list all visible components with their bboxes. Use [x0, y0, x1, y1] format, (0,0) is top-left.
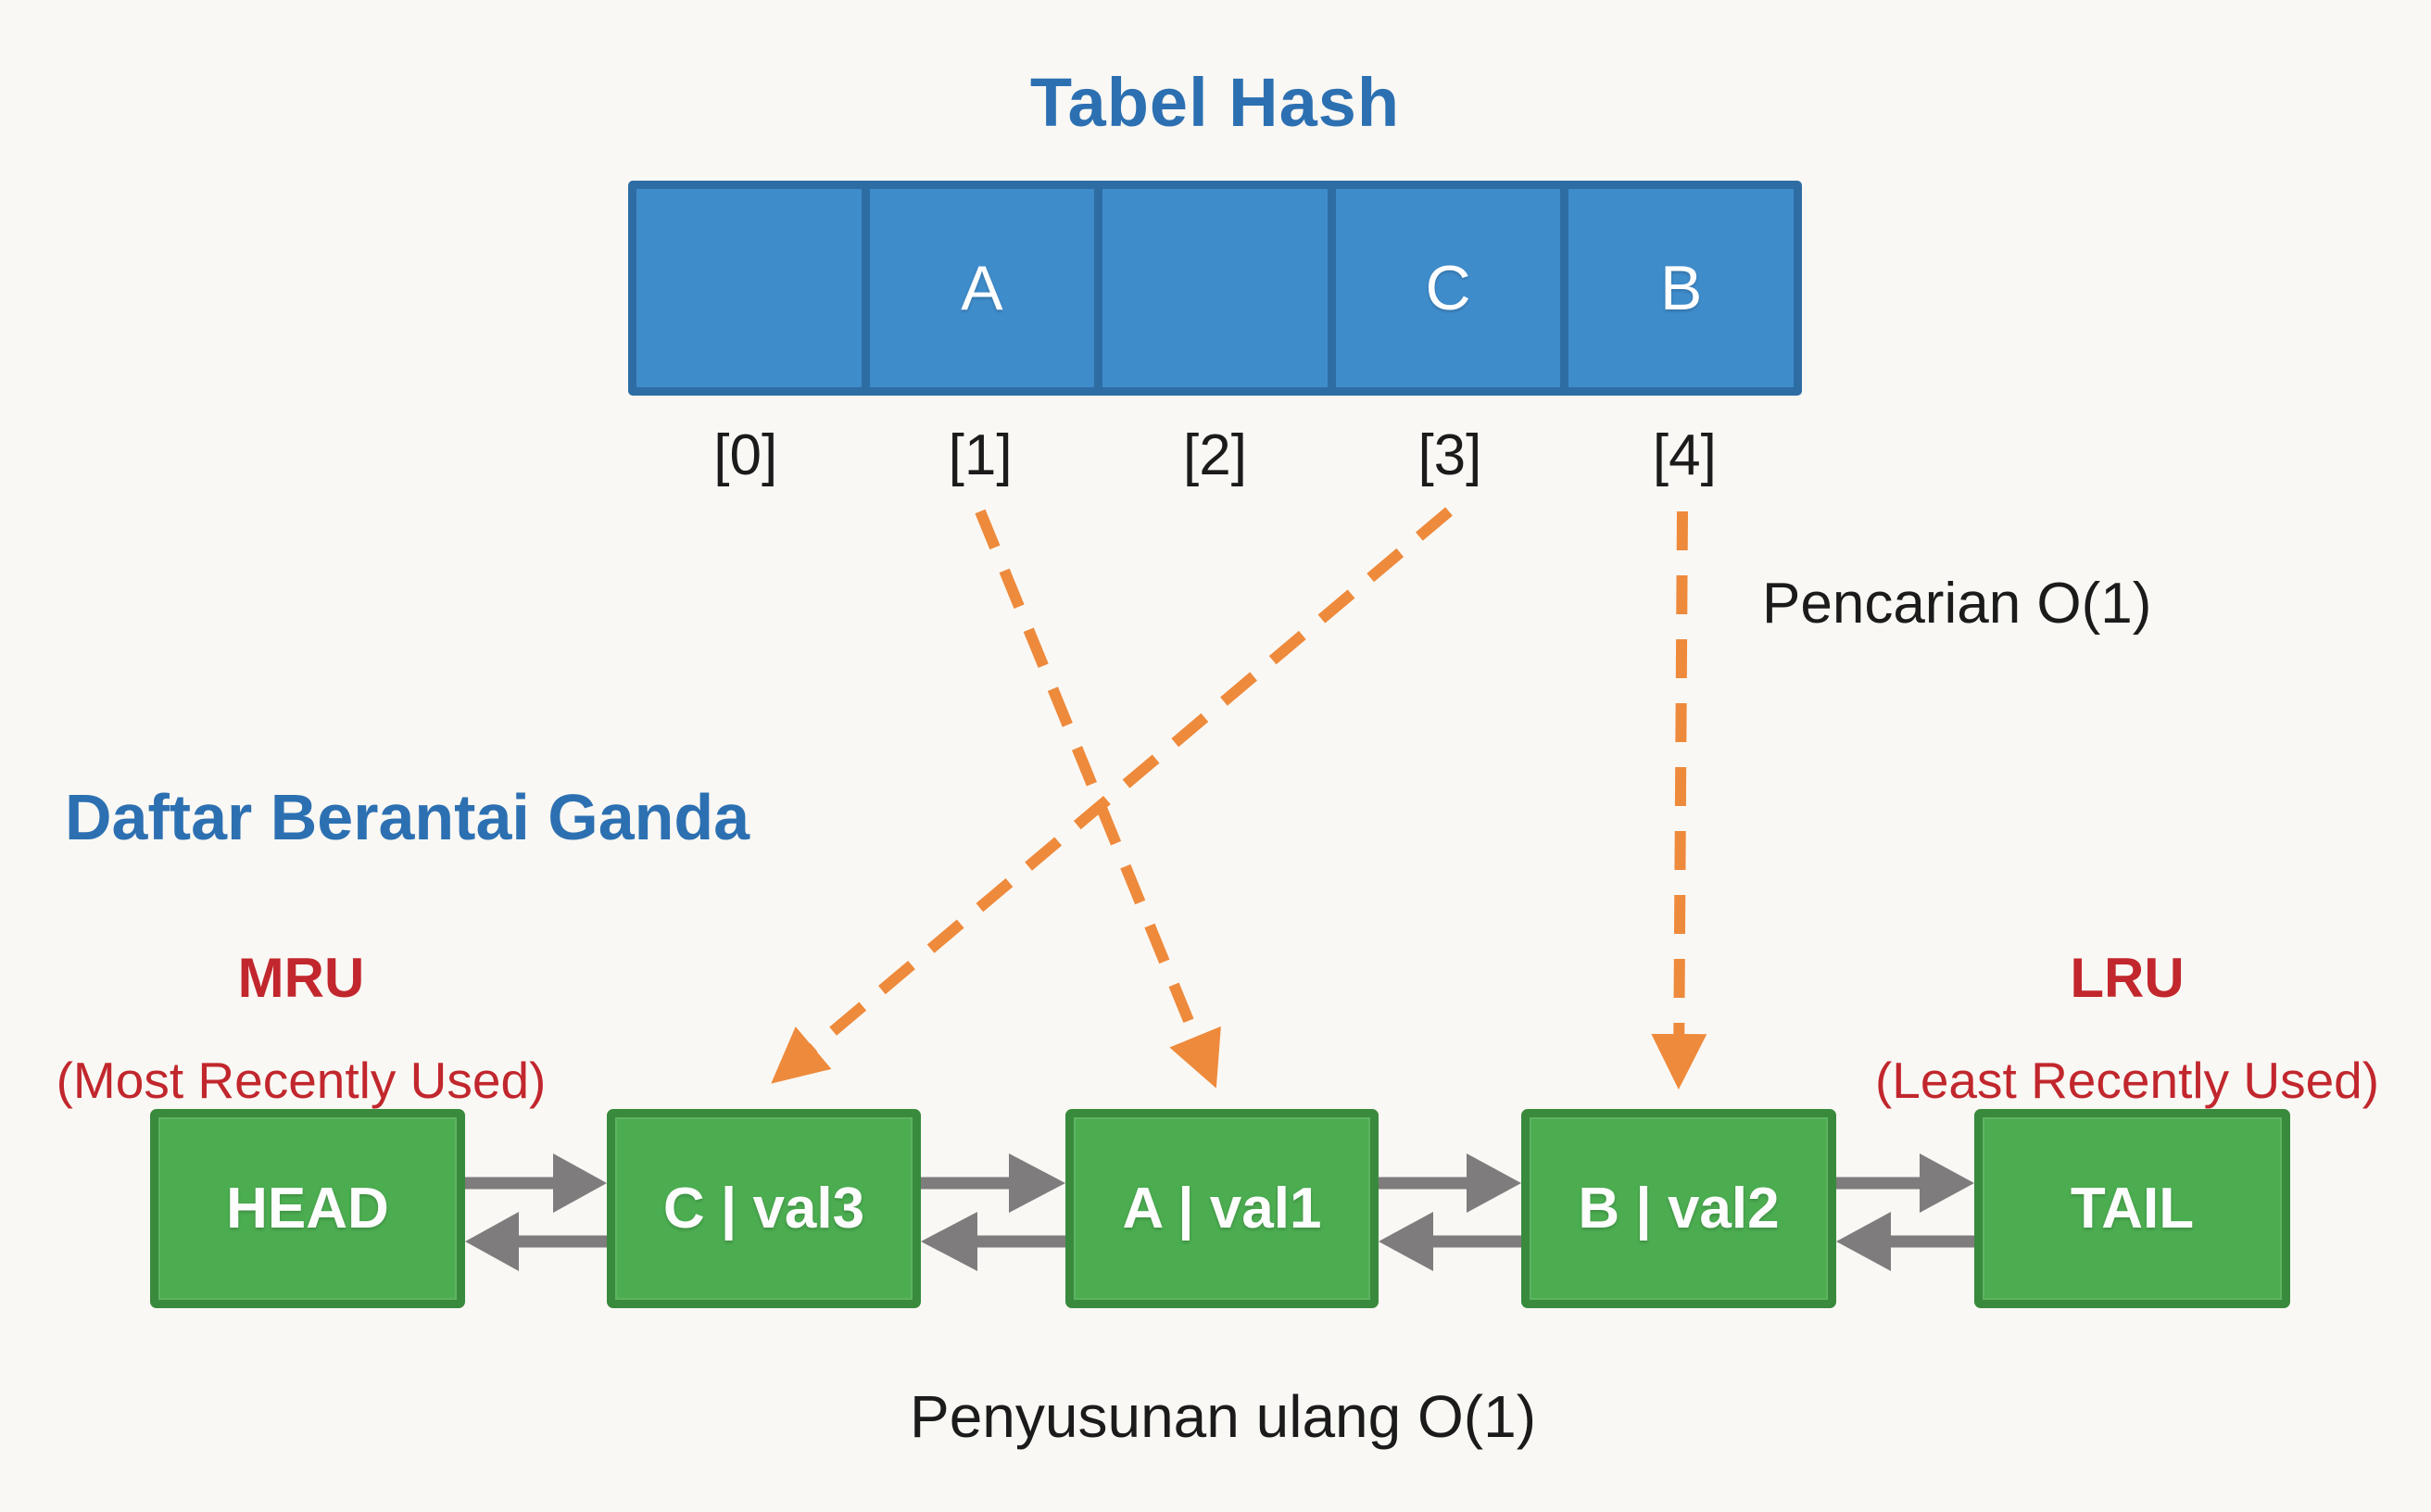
hash-cell-3: C — [1335, 189, 1561, 387]
node-c-val3: C | val3 — [607, 1109, 921, 1308]
node-b-val2: B | val2 — [1521, 1109, 1836, 1308]
node-a-val1: A | val1 — [1065, 1109, 1379, 1308]
hash-index-3: [3] — [1417, 423, 1482, 487]
linked-list-title: Daftar Berantai Ganda — [65, 781, 750, 853]
next-pointer-a-to-b-arrowhead-icon — [1467, 1153, 1521, 1213]
reorder-complexity-label: Penyusunan ulang O(1) — [910, 1383, 1536, 1450]
hash-pointer-arrow-index4-to-node-b — [1651, 510, 1707, 1090]
hash-cell-3-value: C — [1425, 253, 1471, 323]
search-complexity-label: Pencarian O(1) — [1762, 572, 2152, 636]
next-pointer-b-to-tail-arrowhead-icon — [1920, 1153, 1974, 1213]
next-pointer-c-to-a-arrowhead-icon — [1009, 1153, 1065, 1213]
hash-index-2: [2] — [1183, 423, 1247, 487]
node-head: HEAD — [150, 1109, 465, 1308]
node-tail: TAIL — [1974, 1109, 2290, 1308]
lru-full: (Least Recently Used) — [1874, 1052, 2380, 1109]
prev-pointer-b-to-a-arrowhead-icon — [1379, 1212, 1433, 1271]
next-pointer-head-to-c-arrowhead-icon — [553, 1153, 607, 1213]
hash-cell-4: B — [1568, 189, 1794, 387]
hash-index-4: [4] — [1652, 423, 1717, 487]
node-b-label: B | val2 — [1578, 1177, 1780, 1241]
mru-full: (Most Recently Used) — [56, 1052, 547, 1109]
hash-index-row: [0] [1] [2] [3] [4] — [628, 419, 1802, 493]
hash-index-1: [1] — [948, 423, 1013, 487]
hash-table-title: Tabel Hash — [1029, 64, 1401, 141]
hash-pointer-arrow-index1-to-node-a — [975, 509, 1221, 1089]
prev-pointer-c-to-head-arrowhead-icon — [465, 1212, 519, 1271]
hash-cell-0 — [636, 189, 862, 387]
hash-cell-4-value: B — [1659, 253, 1703, 323]
node-a-label: A | val1 — [1122, 1177, 1322, 1241]
node-head-label: HEAD — [226, 1177, 389, 1241]
lru-abbr: LRU — [2070, 947, 2185, 1009]
hash-table: A C B — [628, 181, 1802, 396]
prev-pointer-a-to-c-arrowhead-icon — [921, 1212, 977, 1271]
node-c-label: C | val3 — [662, 1177, 865, 1241]
hash-cell-1: A — [869, 189, 1095, 387]
hash-index-0: [0] — [713, 423, 778, 487]
mru-label-group: MRU (Most Recently Used) — [14, 945, 588, 1110]
mru-abbr: MRU — [237, 947, 365, 1009]
hash-pointer-arrow-index3-to-node-c — [771, 507, 1453, 1084]
node-tail-label: TAIL — [2070, 1177, 2195, 1241]
prev-pointer-tail-to-b-arrowhead-icon — [1836, 1212, 1891, 1271]
hash-cell-2 — [1102, 189, 1328, 387]
hash-cell-1-value: A — [961, 253, 1003, 323]
lru-label-group: LRU (Least Recently Used) — [1840, 945, 2414, 1110]
